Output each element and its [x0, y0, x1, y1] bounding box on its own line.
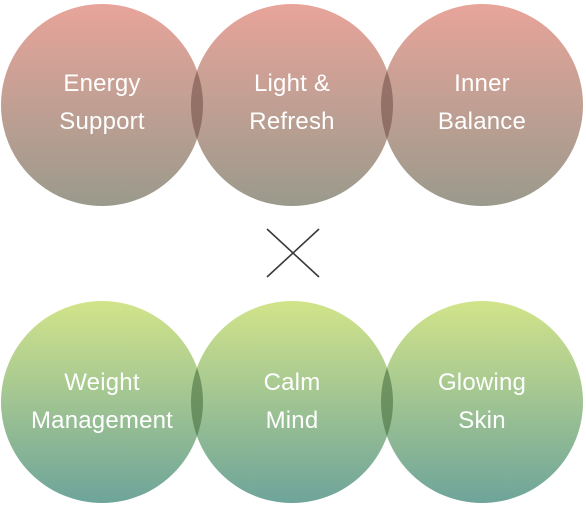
multiply-cross-icon: [266, 228, 320, 278]
circle-light-refresh: [191, 4, 393, 206]
circle-energy-support: [1, 4, 203, 206]
circle-calm-mind: [191, 301, 393, 503]
circle-weight-management: [1, 301, 203, 503]
circle-glowing-skin: [381, 301, 583, 503]
circle-inner-balance: [381, 4, 583, 206]
